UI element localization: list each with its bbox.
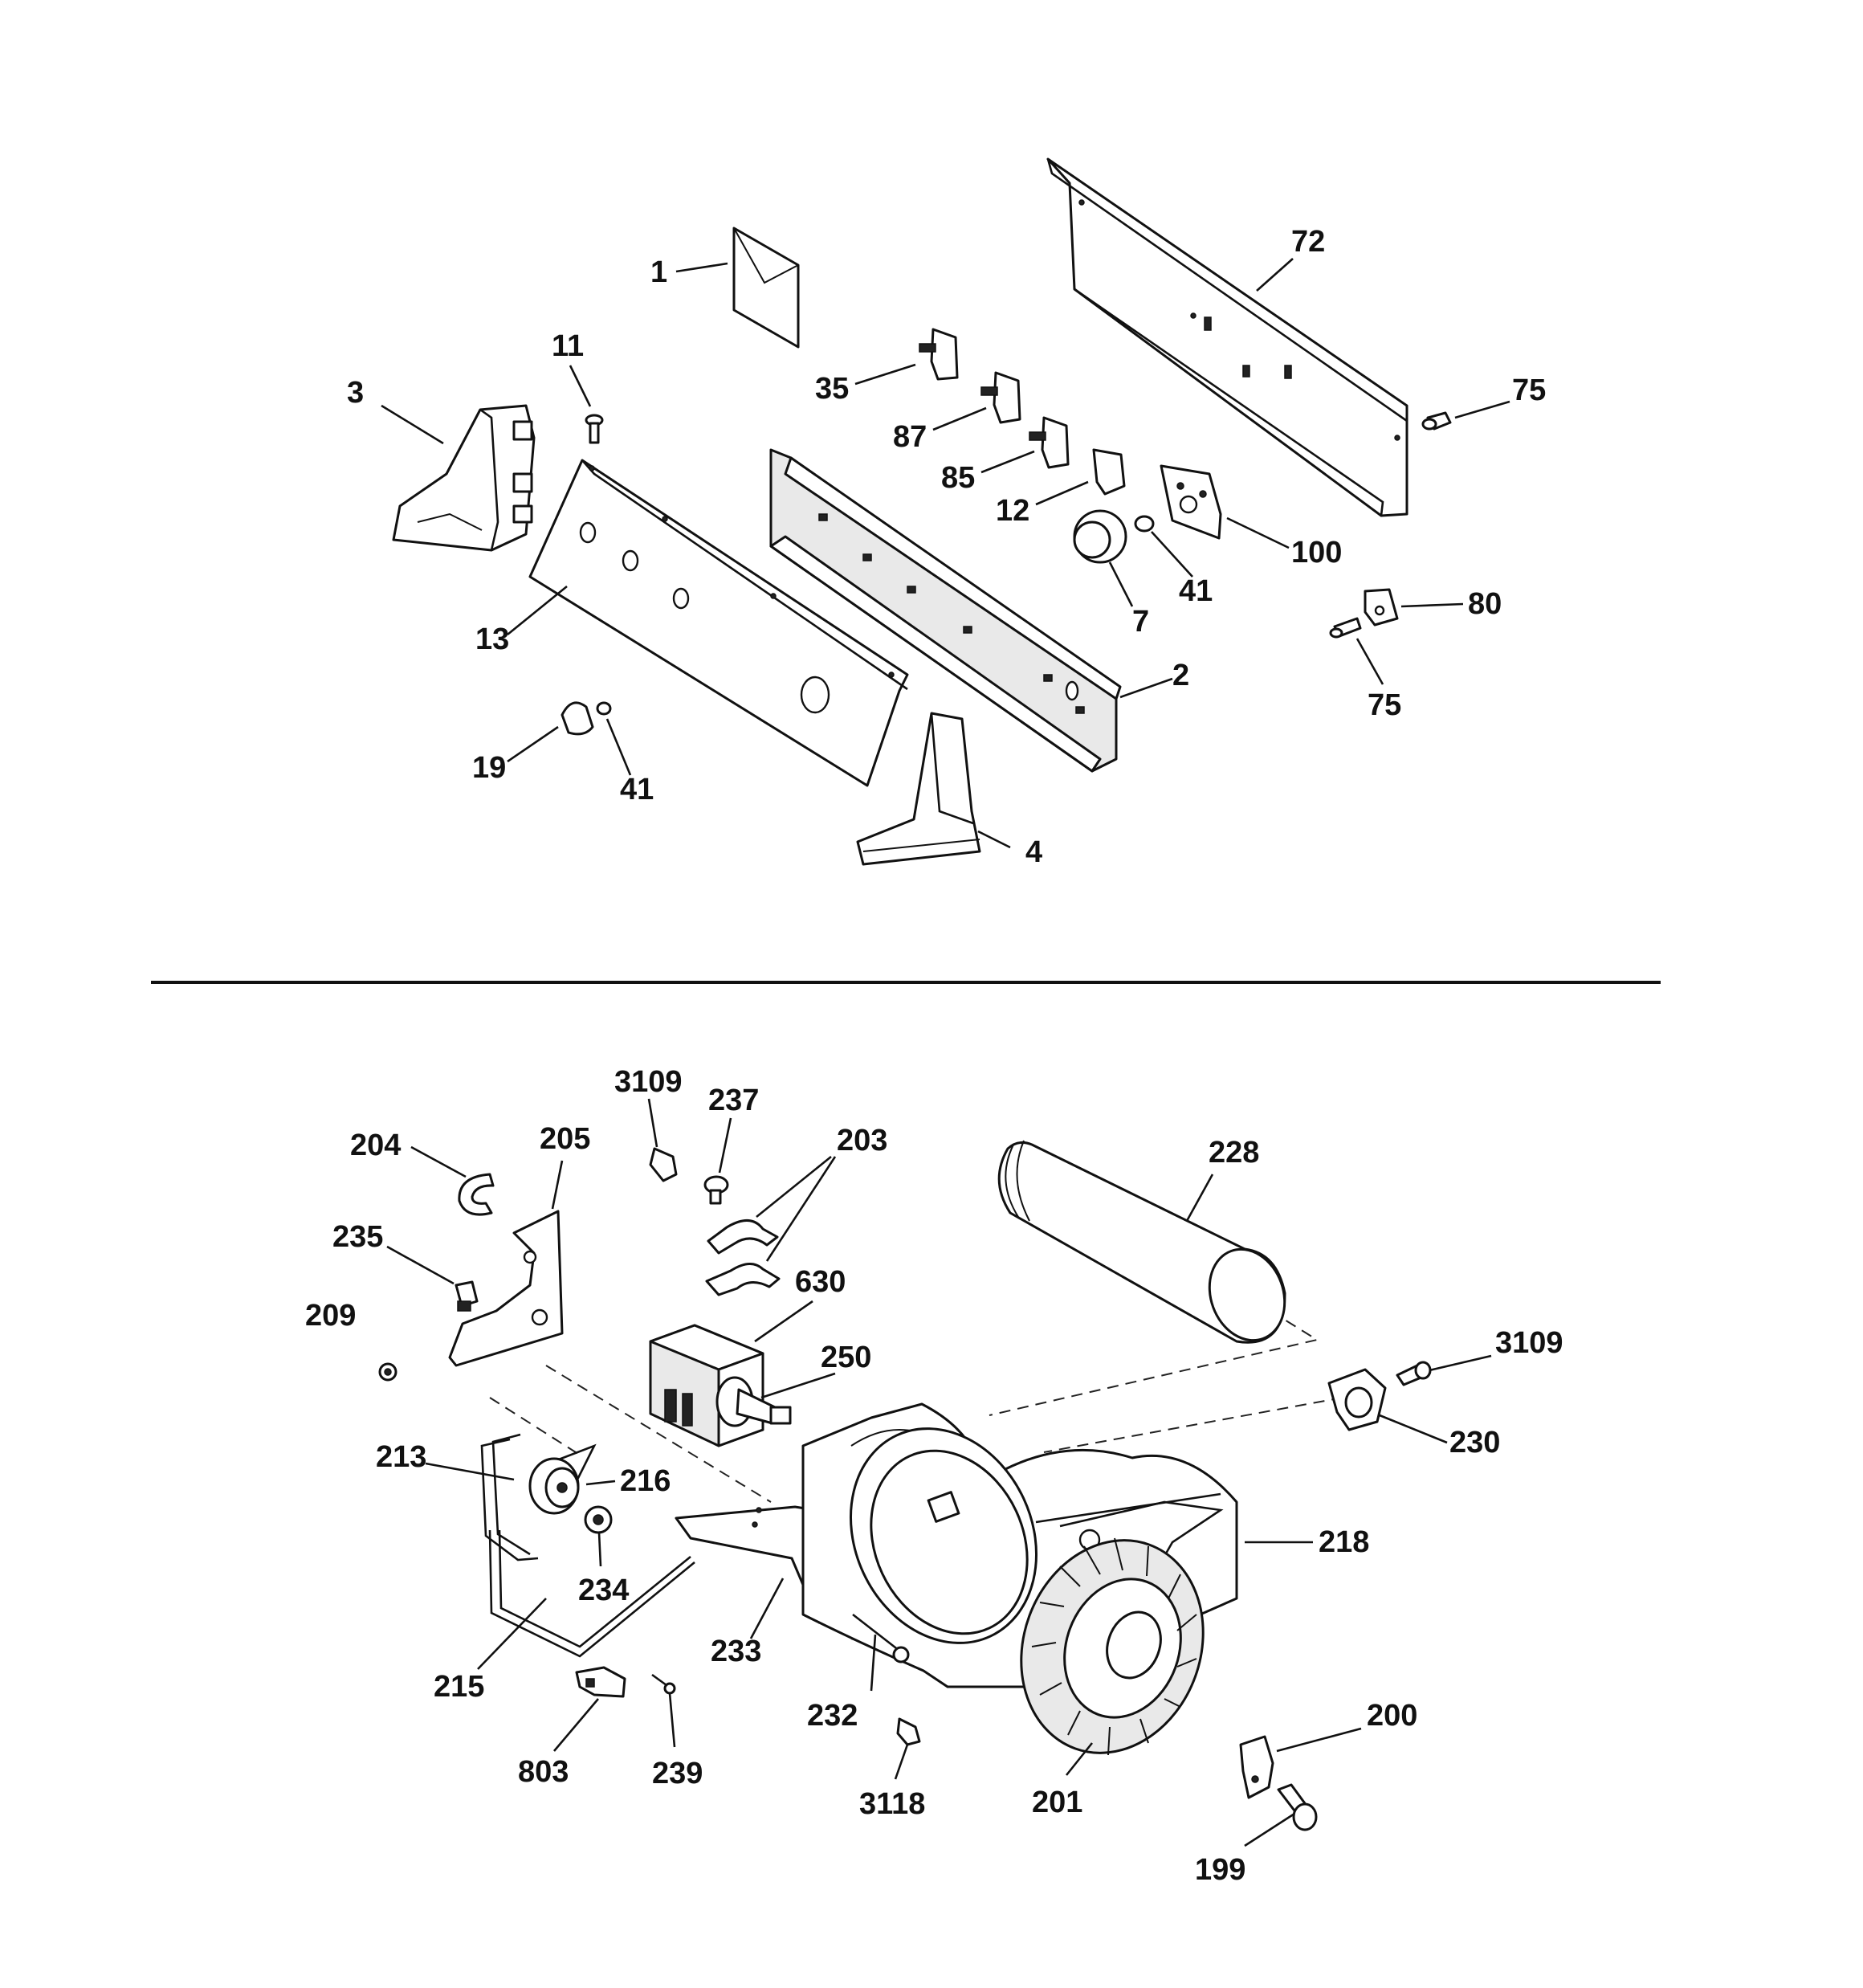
part-motor-shaft <box>715 1376 792 1427</box>
callout-218: 218 <box>1319 1525 1369 1559</box>
callout-233: 233 <box>711 1635 761 1668</box>
callout-205: 205 <box>540 1122 590 1156</box>
part-knob-19 <box>561 701 594 736</box>
callout-232: 232 <box>807 1699 858 1733</box>
part-shield-205 <box>448 1210 564 1367</box>
callout-630: 630 <box>795 1265 846 1299</box>
callout-204: 204 <box>350 1129 401 1162</box>
callout-3118: 3118 <box>859 1787 925 1821</box>
callout-4: 4 <box>1025 835 1042 869</box>
part-screw-3109b <box>1396 1361 1432 1386</box>
callout-87: 87 <box>893 420 927 454</box>
callout-239: 239 <box>652 1757 703 1790</box>
callout-250: 250 <box>821 1341 871 1374</box>
callouts-upper: 1 72 11 3 35 75 87 85 12 100 13 7 41 80 … <box>347 225 1546 869</box>
upper-assembly: 1 72 11 3 35 75 87 85 12 100 13 7 41 80 … <box>347 157 1546 869</box>
part-screw-11 <box>585 414 604 444</box>
part-clamp-203b <box>705 1263 781 1296</box>
callout-7: 7 <box>1132 605 1149 639</box>
part-screw-3118 <box>896 1717 921 1746</box>
callout-75b: 75 <box>1368 688 1401 722</box>
callout-234: 234 <box>578 1574 629 1607</box>
callout-11: 11 <box>552 329 584 363</box>
part-clamp-203a <box>707 1219 779 1255</box>
part-clip-204 <box>458 1173 495 1216</box>
callout-216: 216 <box>620 1464 671 1498</box>
part-switch-803 <box>575 1666 626 1698</box>
part-screw-237 <box>703 1175 729 1205</box>
callout-228: 228 <box>1209 1136 1259 1170</box>
part-bolt-199 <box>1277 1783 1318 1831</box>
leader-lines-lower <box>386 1098 1492 1847</box>
callout-12: 12 <box>996 494 1029 528</box>
part-screw-239 <box>651 1673 676 1695</box>
callout-235: 235 <box>332 1220 383 1254</box>
callout-3: 3 <box>347 376 364 410</box>
callout-19: 19 <box>472 751 506 785</box>
callout-35: 35 <box>815 372 849 406</box>
part-exhaust-duct <box>997 1140 1286 1344</box>
part-right-end-cap <box>856 712 981 866</box>
callout-200: 200 <box>1367 1699 1417 1733</box>
part-clip-200 <box>1239 1735 1274 1799</box>
part-left-end-cap <box>392 404 536 552</box>
callout-3109a: 3109 <box>614 1065 683 1099</box>
callout-209: 209 <box>305 1299 356 1333</box>
callout-1: 1 <box>650 255 667 289</box>
part-idler-pulley <box>528 1457 580 1515</box>
callout-41b: 41 <box>620 773 654 806</box>
callout-201: 201 <box>1032 1786 1082 1819</box>
part-blower-wheel <box>1020 1537 1205 1756</box>
part-switch-35 <box>919 328 959 381</box>
callout-203: 203 <box>837 1124 887 1157</box>
callout-85: 85 <box>941 461 975 495</box>
part-timer <box>1160 464 1222 540</box>
callout-215: 215 <box>434 1670 484 1704</box>
part-control-panel <box>528 459 909 787</box>
callout-237: 237 <box>708 1084 759 1117</box>
part-idler-rod <box>488 1529 695 1658</box>
part-screw-75a <box>1421 411 1452 431</box>
part-bushing-41a <box>1134 515 1155 533</box>
callout-199: 199 <box>1195 1853 1245 1887</box>
callout-230: 230 <box>1449 1426 1500 1459</box>
part-bracket-12 <box>1092 448 1126 496</box>
callout-75a: 75 <box>1512 374 1546 407</box>
part-clip-80 <box>1364 588 1399 627</box>
part-switch-87 <box>980 371 1021 424</box>
part-holder-3109a <box>649 1147 678 1182</box>
callouts-lower: 3109 237 203 204 205 228 235 630 209 250… <box>305 1065 1563 1887</box>
callout-41a: 41 <box>1179 574 1213 608</box>
part-control-channel <box>769 448 1122 773</box>
part-screw-75b <box>1329 617 1362 639</box>
part-rear-panel <box>1046 157 1408 517</box>
leader-lines-upper <box>381 258 1510 849</box>
part-blower-housing <box>801 1402 1238 1688</box>
part-fastener-235 <box>455 1280 479 1312</box>
part-nut-209 <box>378 1362 397 1382</box>
callout-13: 13 <box>475 623 509 656</box>
callout-80: 80 <box>1468 587 1502 621</box>
part-envelope <box>732 227 800 349</box>
part-thermostat <box>1327 1368 1387 1431</box>
callout-2: 2 <box>1172 659 1189 692</box>
part-knob <box>1073 509 1127 564</box>
callout-100: 100 <box>1291 536 1342 569</box>
callout-72: 72 <box>1291 225 1325 259</box>
lower-assembly: 3109 237 203 204 205 228 235 630 209 250… <box>305 1065 1563 1887</box>
callout-213: 213 <box>376 1440 426 1474</box>
part-bushing-234 <box>584 1505 613 1534</box>
callout-3109b: 3109 <box>1495 1326 1563 1360</box>
part-switch-85 <box>1029 416 1070 469</box>
callout-803: 803 <box>518 1755 569 1789</box>
part-bolt-232 <box>852 1613 910 1663</box>
part-bushing-41b <box>596 701 612 716</box>
